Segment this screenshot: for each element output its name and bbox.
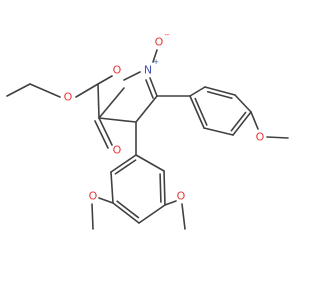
bond-methoxy-ch3: [266, 136, 289, 139]
bond-aryl-bottom: [110, 171, 114, 204]
bond-aryl-bottom: [163, 170, 166, 206]
bond-carbonyl-c-o: [98, 117, 113, 146]
atom-o-methoxy-left: O: [89, 190, 98, 203]
bond-aryl-o-methoxy-left: [98, 197, 114, 204]
bond-ester-o-c: [75, 83, 99, 98]
bond-n-oxide: [152, 49, 158, 63]
bond-aryl-bottom: [112, 202, 140, 224]
charge-o-noxide: −: [164, 31, 170, 39]
bond-n2-c3-double: [145, 79, 154, 99]
bond-n2-c3: [149, 77, 158, 97]
atom-o-methoxy-bottom: O: [177, 190, 186, 203]
bond-aryl-bottom-inner: [116, 200, 140, 219]
bond-aryl-right: [204, 86, 236, 96]
atom-o-ester-ether: O: [64, 91, 73, 104]
bond-aryl-o-methoxy: [250, 111, 259, 130]
atom-o-ester-carbonyl: O: [113, 144, 122, 157]
bond-aryl-right: [189, 86, 206, 97]
bond-c5-o1: [97, 75, 113, 85]
bond-aryl-right-inner: [230, 111, 247, 132]
bond-layer: [6, 49, 289, 230]
bond-aryl-bottom-inner: [159, 173, 162, 203]
atom-o-ring: O: [113, 64, 122, 77]
bond-carbonyl-c-o-double: [94, 120, 109, 149]
bond-aryl-bottom-inner: [114, 159, 137, 175]
bond-c3-c4: [135, 95, 158, 123]
atom-o-methoxy-right: O: [256, 131, 265, 144]
bond-aryl-right: [232, 111, 252, 136]
bond-aryl-o-methoxy-bottom: [164, 200, 177, 206]
bond-aryl-bottom: [135, 154, 165, 172]
bond-aryl-right-inner: [194, 97, 208, 126]
bond-c5-c4: [98, 87, 125, 119]
bond-c4-c5: [98, 117, 137, 123]
bond-ester-carbonyl-c: [97, 83, 100, 119]
bond-aryl-right: [189, 95, 205, 129]
bond-methoxy-left-ch3: [91, 203, 94, 230]
bond-ethyl-ch3: [6, 83, 31, 97]
bond-methoxy-bottom-ch3: [181, 203, 186, 230]
bond-aryl-right: [203, 127, 234, 136]
bond-aryl-bottom: [138, 204, 166, 224]
bond-ethyl-ch2: [29, 83, 61, 98]
bond-o1-n2: [123, 71, 141, 81]
bond-aryl-right: [234, 94, 252, 113]
bond-aryl-right-inner: [206, 90, 233, 100]
atom-o-noxide: O: [155, 36, 164, 49]
bond-aryl-bottom: [110, 154, 137, 173]
charge-n-ring: +: [153, 58, 159, 66]
atom-n-ring: N: [144, 64, 152, 77]
molecule-structure: O O O N + O − O O O: [6, 31, 289, 230]
